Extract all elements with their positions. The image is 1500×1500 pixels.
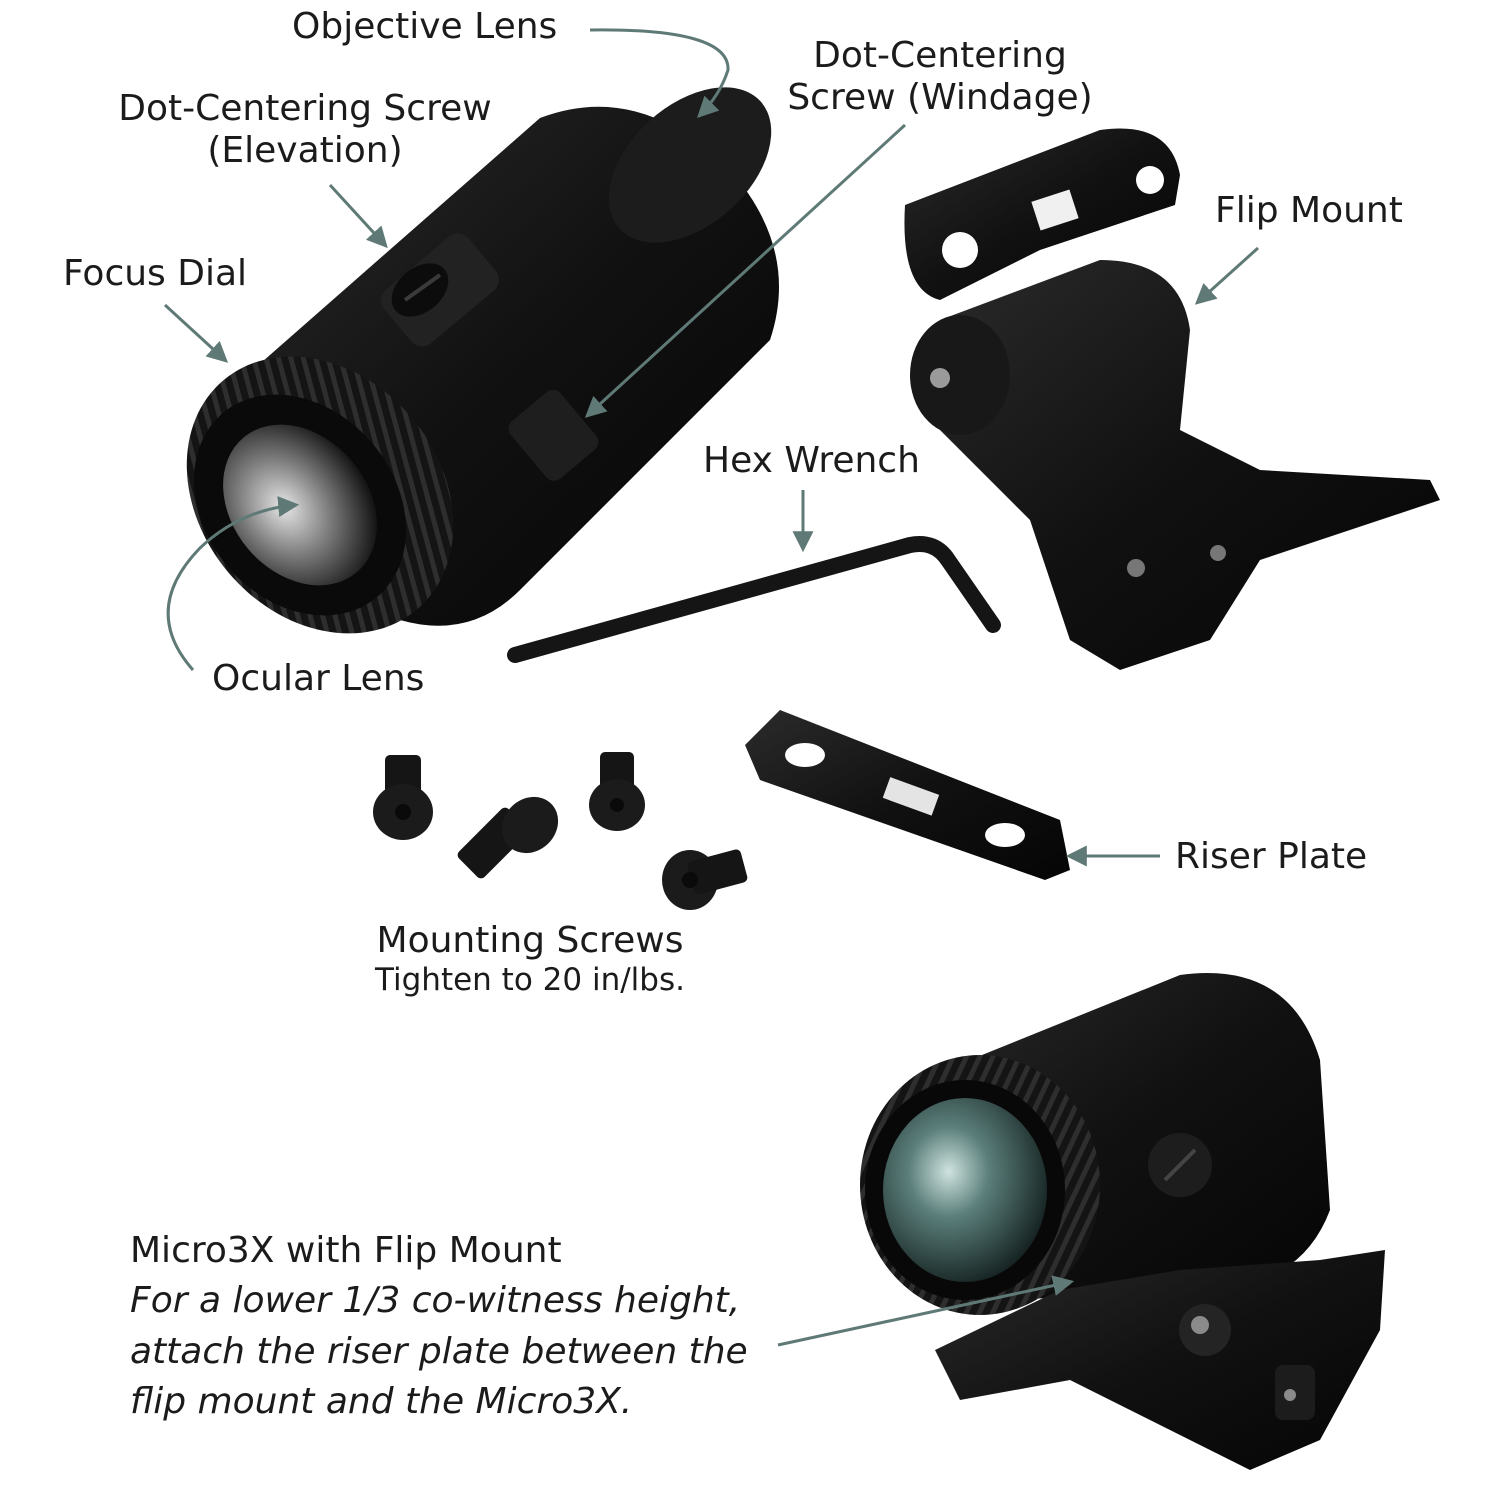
label-ocular-lens: Ocular Lens [212, 658, 425, 699]
label-flip-mount: Flip Mount [1215, 190, 1403, 231]
label-dot-centering-elevation-line2: (Elevation) [207, 130, 403, 172]
assembly-note-line3: flip mount and the Micro3X. [130, 1381, 633, 1423]
label-dot-centering-screw-elevation: Dot-Centering Screw (Elevation) [110, 88, 500, 173]
label-mounting-screws: Mounting Screws [376, 920, 684, 961]
label-dot-centering-windage-line2: Screw (Windage) [787, 77, 1093, 119]
label-dot-centering-elevation-line1: Dot-Centering Screw [118, 88, 492, 129]
assembled-magnifier [860, 973, 1385, 1470]
label-focus-dial: Focus Dial [63, 253, 248, 294]
flip-mount [904, 128, 1440, 670]
label-objective-lens: Objective Lens [292, 6, 558, 47]
label-mounting-screws-block: Mounting Screws Tighten to 20 in/lbs. [340, 920, 720, 999]
label-dot-centering-windage-line1: Dot-Centering [813, 35, 1067, 76]
hex-wrench [507, 536, 1001, 663]
assembly-note-line1: For a lower 1/3 co-witness height, [130, 1280, 741, 1322]
label-riser-plate: Riser Plate [1175, 836, 1368, 877]
assembly-note-line2: attach the riser plate between the [130, 1330, 748, 1372]
assembly-title: Micro3X with Flip Mount [130, 1230, 562, 1271]
assembly-caption: Micro3X with Flip Mount For a lower 1/3 … [130, 1230, 748, 1424]
riser-plate [745, 710, 1070, 880]
label-tighten-note: Tighten to 20 in/lbs. [375, 962, 685, 999]
magnifier-body [186, 87, 779, 634]
label-dot-centering-screw-windage: Dot-Centering Screw (Windage) [780, 35, 1100, 120]
callout-arrows [163, 28, 1260, 1347]
mounting-screws [373, 752, 748, 910]
label-hex-wrench: Hex Wrench [703, 440, 920, 481]
